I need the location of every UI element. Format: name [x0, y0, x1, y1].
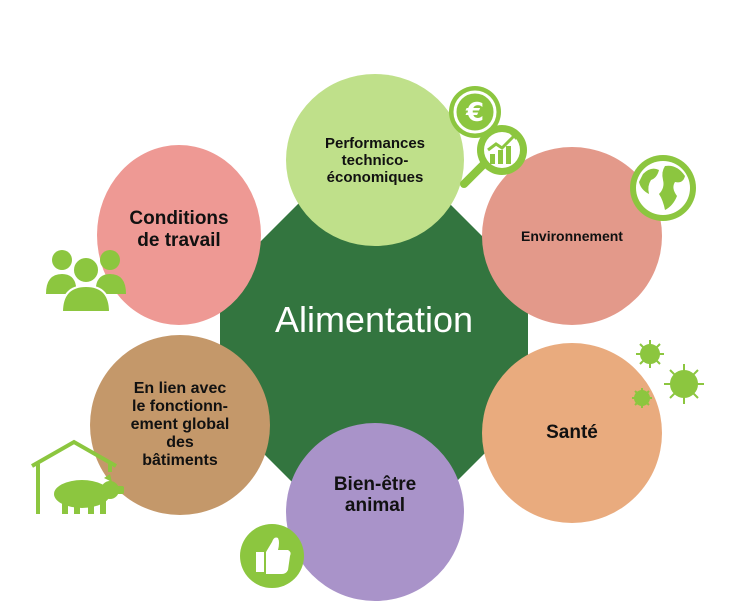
theme-batiments: En lien avec le fonctionn- ement global … [90, 335, 270, 515]
theme-performances: Performances technico- économiques [286, 74, 464, 246]
growth-chart-magnifier-icon [460, 125, 527, 188]
thumbs-up-icon [240, 524, 304, 588]
theme-label: En lien avec le fonctionn- ement global … [130, 380, 230, 469]
svg-text:€: € [465, 98, 484, 128]
euro-icon: € [449, 86, 501, 138]
theme-bien-etre: Bien-être animal [286, 423, 464, 601]
globe-icon [630, 155, 696, 221]
people-group-icon [46, 250, 126, 313]
theme-label: Performances technico- économiques [324, 134, 426, 186]
theme-label: Environnement [521, 228, 623, 244]
pig-barn-icon [31, 439, 124, 514]
theme-travail: Conditions de travail [97, 145, 261, 325]
theme-label: Bien-être animal [333, 474, 417, 516]
theme-environnement: Environnement [482, 147, 662, 325]
theme-label: Conditions de travail [129, 208, 229, 251]
theme-sante: Santé [482, 343, 662, 523]
center-label: Alimentation [274, 299, 474, 340]
virus-icon [632, 340, 704, 408]
theme-label: Santé [546, 422, 598, 443]
